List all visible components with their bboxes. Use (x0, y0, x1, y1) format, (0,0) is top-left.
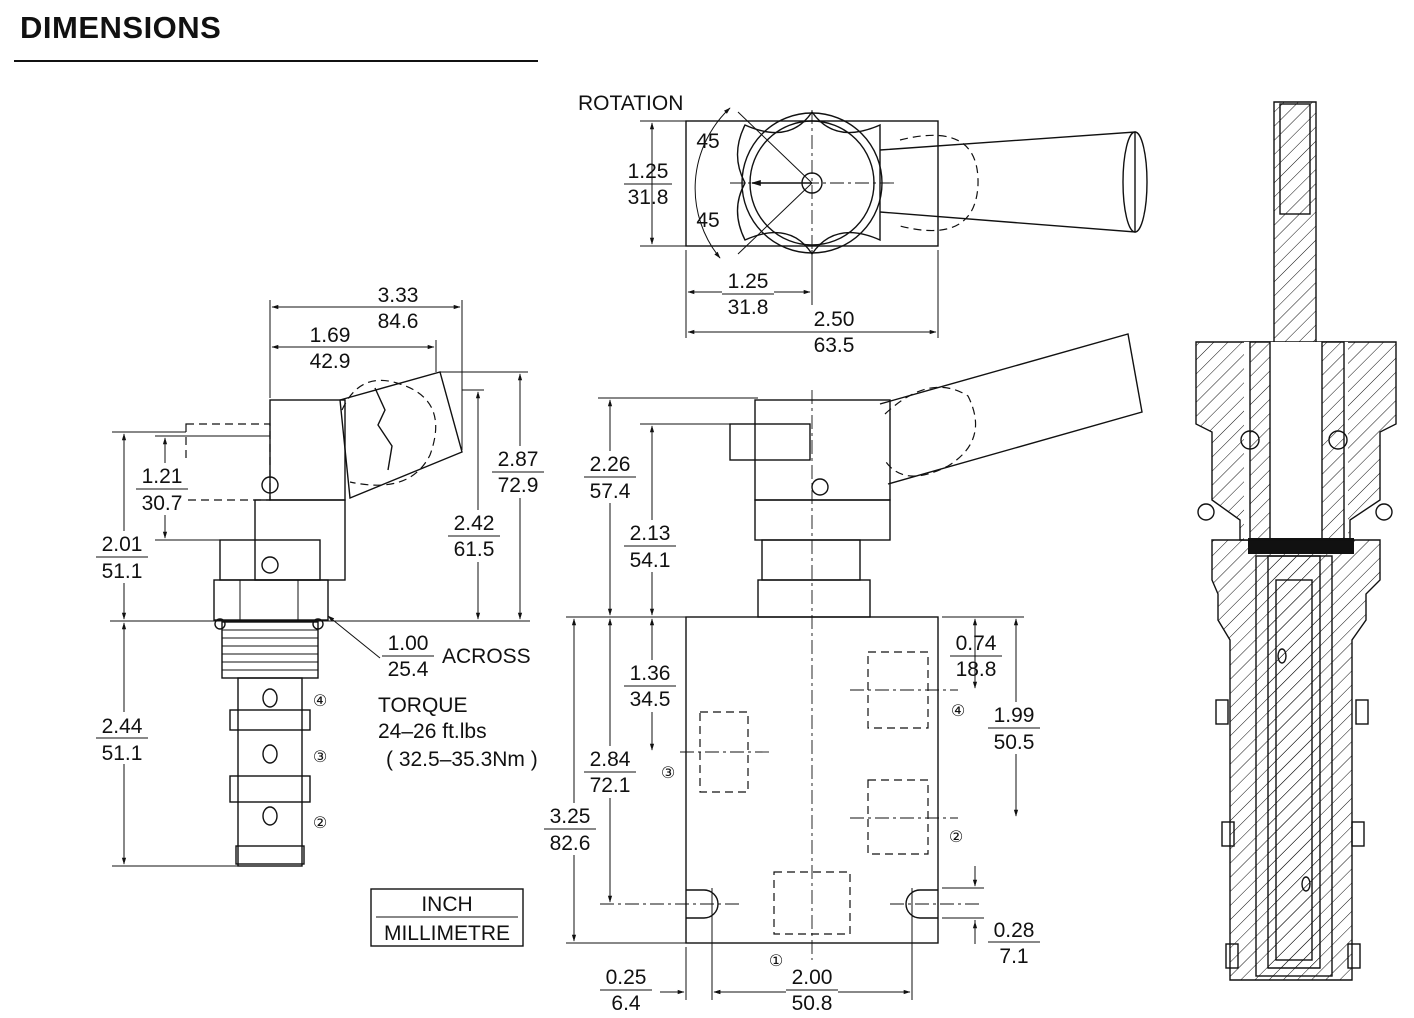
front-top-mm: 57.4 (590, 480, 631, 503)
front-rtop-in: 0.74 (956, 632, 997, 655)
angle-upper-label: 45 (696, 130, 719, 153)
side-cartridge-mm: 51.1 (102, 742, 143, 765)
side-height2-mm: 61.5 (454, 538, 495, 561)
side-handle-mm: 42.9 (310, 350, 351, 373)
side-port-4: ④ (313, 691, 327, 710)
top-height-mm: 31.8 (628, 186, 669, 209)
top-offset-in: 1.25 (728, 270, 769, 293)
side-height-in: 2.87 (498, 448, 539, 471)
top-height-in: 1.25 (628, 160, 669, 183)
torque-nm: ( 32.5–35.3Nm ) (386, 748, 538, 771)
top-width-in: 2.50 (814, 308, 855, 331)
page-title: DIMENSIONS (20, 10, 222, 45)
front-bleft-in: 0.25 (606, 966, 647, 989)
top-width-mm: 63.5 (814, 334, 855, 357)
top-view: ROTATION 45 45 1.25 31.8 1.25 31.8 2.50 … (578, 92, 1148, 360)
front-port2-mm: 72.1 (590, 774, 631, 797)
front-view: ③ ④ ② ① 2.26 57.4 2.13 54.1 1.36 (544, 333, 1143, 1016)
side-height2-in: 2.42 (454, 512, 495, 535)
side-port-3: ③ (313, 747, 327, 766)
hex-in: 1.00 (388, 632, 429, 655)
rotation-label: ROTATION (578, 92, 683, 115)
front-port-mm: 34.5 (630, 688, 671, 711)
side-knob-mm: 30.7 (142, 492, 183, 515)
torque-ftlbs: 24–26 ft.lbs (378, 720, 487, 743)
side-cartridge-in: 2.44 (102, 715, 143, 738)
side-top-in: 2.01 (102, 533, 143, 556)
front-body-in: 3.25 (550, 805, 591, 828)
front-port-4: ④ (951, 701, 965, 720)
side-top-mm: 51.1 (102, 560, 143, 583)
front-port2-in: 2.84 (590, 748, 631, 771)
hex-across-label: ACROSS (442, 645, 531, 668)
title-underline (14, 60, 538, 62)
units-legend: INCH MILLIMETRE (370, 888, 524, 947)
side-knob-in: 1.21 (142, 465, 183, 488)
units-inch: INCH (421, 893, 472, 916)
front-port-in: 1.36 (630, 662, 671, 685)
front-top2-in: 2.13 (630, 522, 671, 545)
side-overall-in: 3.33 (378, 284, 419, 307)
front-rspan-mm: 50.5 (994, 731, 1035, 754)
front-bspan-in: 2.00 (792, 966, 833, 989)
front-rbot-mm: 7.1 (999, 945, 1028, 968)
front-port-2: ② (949, 827, 963, 846)
section-view (1195, 101, 1397, 981)
side-view: ④ ③ ② 3.33 84.6 1.69 42.9 2.87 72.9 2.42… (96, 282, 544, 867)
front-top-in: 2.26 (590, 453, 631, 476)
units-mm: MILLIMETRE (384, 922, 510, 945)
front-top2-mm: 54.1 (630, 549, 671, 572)
hex-mm: 25.4 (388, 658, 429, 681)
front-body-mm: 82.6 (550, 832, 591, 855)
front-port-3: ③ (661, 763, 675, 782)
front-rtop-mm: 18.8 (956, 658, 997, 681)
front-port-1: ① (769, 951, 783, 970)
torque-label: TORQUE (378, 694, 467, 717)
side-height-mm: 72.9 (498, 474, 539, 497)
top-offset-mm: 31.8 (728, 296, 769, 319)
front-bspan-mm: 50.8 (792, 992, 833, 1015)
side-handle-in: 1.69 (310, 324, 351, 347)
side-port-2: ② (313, 813, 327, 832)
front-bleft-mm: 6.4 (611, 992, 641, 1015)
angle-lower-label: 45 (696, 209, 719, 232)
side-overall-mm: 84.6 (378, 310, 419, 333)
front-rspan-in: 1.99 (994, 704, 1035, 727)
front-rbot-in: 0.28 (994, 919, 1035, 942)
